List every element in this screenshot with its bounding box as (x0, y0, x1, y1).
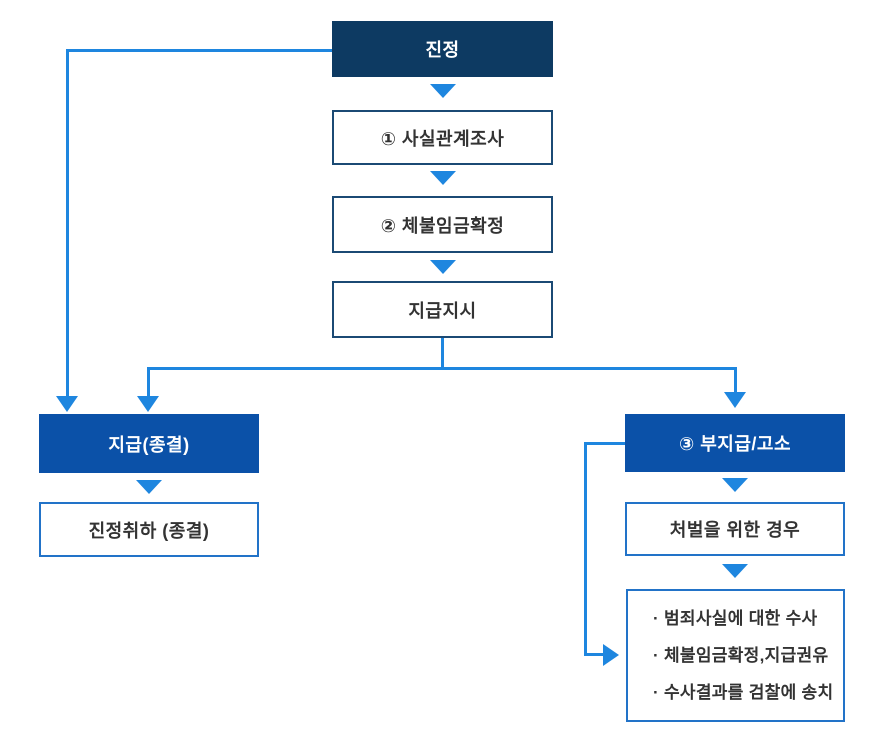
list-item: · 범죄사실에 대한 수사 (653, 609, 818, 628)
connector-nonpay-in (584, 653, 604, 656)
arrowhead-right-icon (603, 644, 619, 666)
down-arrow-icon (430, 84, 456, 98)
payment-order-box: 지급지시 (332, 281, 553, 338)
wage-confirm-box: ② 체불임금확정 (332, 196, 553, 253)
connector-nonpay-vertical (584, 442, 587, 656)
connector-top-to-left-vertical (66, 49, 69, 397)
connector-top-to-left-horizontal (66, 49, 333, 52)
fact-check-label: ① 사실관계조사 (380, 128, 505, 149)
connector-branch-left-drop (147, 367, 150, 397)
arrowhead-down-icon (56, 396, 78, 412)
arrowhead-down-icon (724, 392, 746, 408)
list-item: · 체불임금확정,지급권유 (653, 646, 829, 665)
withdrawal-label: 진정취하 (종결) (88, 520, 210, 541)
complaint-box: 진정 (332, 21, 553, 77)
down-arrow-icon (722, 564, 748, 578)
down-arrow-icon (136, 480, 162, 494)
connector-branch-right-drop (734, 367, 737, 394)
investigation-list-box: · 범죄사실에 대한 수사 · 체불임금확정,지급권유 · 수사결과를 검찰에 … (626, 589, 845, 722)
complaint-label: 진정 (425, 40, 460, 60)
connector-nonpay-out (584, 442, 626, 445)
fact-check-box: ① 사실관계조사 (332, 110, 553, 165)
nonpayment-box: ③ 부지급/고소 (625, 414, 845, 472)
list-item: · 수사결과를 검찰에 송치 (653, 683, 834, 702)
connector-branch-bar (147, 367, 737, 370)
payment-close-box: 지급(종결) (39, 414, 259, 473)
payment-close-label: 지급(종결) (108, 434, 190, 455)
nonpayment-label: ③ 부지급/고소 (678, 434, 792, 454)
down-arrow-icon (430, 260, 456, 274)
punishment-label: 처벌을 위한 경우 (669, 520, 801, 540)
down-arrow-icon (722, 478, 748, 492)
connector-order-stem (441, 338, 444, 369)
down-arrow-icon (430, 171, 456, 185)
punishment-box: 처벌을 위한 경우 (625, 502, 845, 556)
arrowhead-down-icon (137, 396, 159, 412)
payment-order-label: 지급지시 (408, 300, 477, 321)
wage-confirm-label: ② 체불임금확정 (380, 215, 505, 236)
withdrawal-box: 진정취하 (종결) (39, 502, 259, 557)
